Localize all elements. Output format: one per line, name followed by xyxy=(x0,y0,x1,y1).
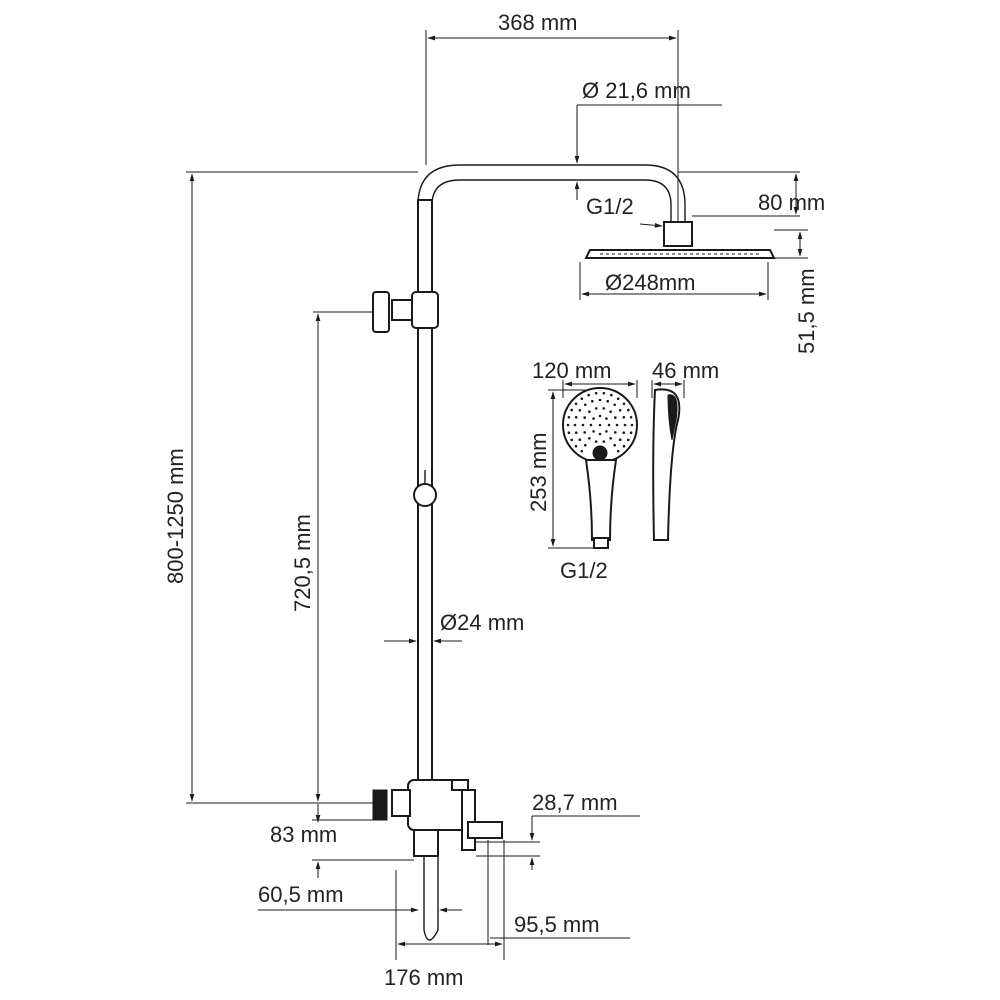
nozzle-dot xyxy=(588,410,591,414)
hand-shower-side xyxy=(652,388,681,541)
nozzle-dot xyxy=(630,423,634,427)
nozzle-dot xyxy=(616,450,620,453)
nozzle-dot xyxy=(587,393,590,397)
label-mixer-height: 83 mm xyxy=(270,822,337,847)
nozzle-dot xyxy=(578,438,582,442)
nozzle-dot xyxy=(583,416,586,419)
nozzle-dot xyxy=(602,440,606,443)
nozzle-dot xyxy=(598,414,602,418)
nozzle-dot xyxy=(605,430,608,433)
nozzle-dot xyxy=(574,402,578,406)
nozzle-dot xyxy=(589,423,593,427)
nozzle-dot xyxy=(610,393,613,397)
nozzle-dot xyxy=(598,398,602,402)
nozzle-dot xyxy=(594,407,598,410)
nozzle-dot xyxy=(570,438,573,442)
nozzle-dot xyxy=(567,431,571,435)
label-mixer-offset: 28,7 mm xyxy=(532,790,618,815)
hand-shower-front xyxy=(562,387,638,549)
nozzle-dot xyxy=(583,431,586,434)
nozzle-dot xyxy=(574,416,578,419)
label-overhead-thickness: 51,5 mm xyxy=(794,268,819,354)
nozzle-dot xyxy=(580,450,584,453)
label-mixer-width: 176 mm xyxy=(384,965,463,990)
overhead-shower xyxy=(584,221,776,259)
shower-riser xyxy=(417,164,686,801)
nozzle-dot xyxy=(613,443,616,447)
nozzle-dot xyxy=(567,416,571,419)
label-overhead-diameter: Ø248mm xyxy=(605,270,695,295)
label-overhead-connection: G1/2 xyxy=(586,194,634,219)
nozzle-dot xyxy=(627,438,630,442)
nozzle-dot xyxy=(606,399,609,403)
nozzle-dot xyxy=(574,431,578,435)
nozzle-dot xyxy=(570,408,573,412)
nozzle-dot xyxy=(602,391,606,395)
label-hand-width: 120 mm xyxy=(532,358,611,383)
shower-hose xyxy=(423,856,439,941)
nozzle-dot xyxy=(622,431,626,435)
nozzle-dot xyxy=(573,423,577,427)
label-overhead-height: 80 mm xyxy=(758,190,825,215)
label-hand-length: 253 mm xyxy=(526,433,551,512)
nozzle-dot xyxy=(578,409,582,412)
label-total-height: 800-1250 mm xyxy=(163,448,188,584)
nozzle-dot xyxy=(622,416,626,419)
label-arm-reach: 368 mm xyxy=(498,10,577,35)
nozzle-dot xyxy=(613,403,616,407)
nozzle-dot xyxy=(614,416,617,419)
label-holder-height: 720,5 mm xyxy=(290,514,315,612)
nozzle-dot xyxy=(566,423,570,427)
label-inlet-offset: 60,5 mm xyxy=(258,882,344,907)
mixer-body xyxy=(372,779,503,857)
nozzle-dot xyxy=(598,423,602,427)
nozzle-dot xyxy=(592,417,595,420)
nozzle-dot xyxy=(592,430,595,433)
nozzle-dot xyxy=(623,423,627,427)
nozzle-dot xyxy=(602,407,606,410)
nozzle-dot xyxy=(584,403,587,407)
nozzle-dot xyxy=(627,408,630,412)
nozzle-dot xyxy=(581,423,585,427)
dimension-lines xyxy=(186,30,808,960)
nozzle-dot xyxy=(588,437,591,440)
nozzle-dot xyxy=(622,402,626,406)
nozzle-dot xyxy=(598,432,602,436)
nozzle-dot xyxy=(609,410,612,414)
label-pipe-diameter: Ø24 mm xyxy=(440,610,524,635)
nozzle-dot xyxy=(574,444,578,448)
nozzle-dot xyxy=(618,409,622,412)
label-spout-length: 95,5 mm xyxy=(514,912,600,937)
label-hand-depth: 46 mm xyxy=(652,358,719,383)
nozzle-dot xyxy=(614,431,617,434)
upper-diverter xyxy=(372,291,439,333)
nozzle-dot xyxy=(594,440,598,443)
slider-knob xyxy=(413,470,437,507)
nozzle-dot xyxy=(622,444,626,448)
nozzle-dot xyxy=(584,443,587,447)
nozzle-dot xyxy=(609,437,612,440)
nozzle-dot xyxy=(616,397,620,401)
nozzle-dot xyxy=(629,431,633,435)
nozzle-dot xyxy=(605,417,608,420)
nozzle-dot xyxy=(615,423,619,427)
nozzle-dot xyxy=(580,397,584,401)
label-arm-diameter: Ø 21,6 mm xyxy=(582,78,691,103)
nozzle-dot xyxy=(591,399,594,403)
nozzle-dot xyxy=(618,438,622,442)
nozzle-dot xyxy=(629,416,633,419)
nozzle-dot xyxy=(607,423,611,427)
nozzle-dot xyxy=(594,391,598,395)
label-hand-connection: G1/2 xyxy=(560,558,608,583)
